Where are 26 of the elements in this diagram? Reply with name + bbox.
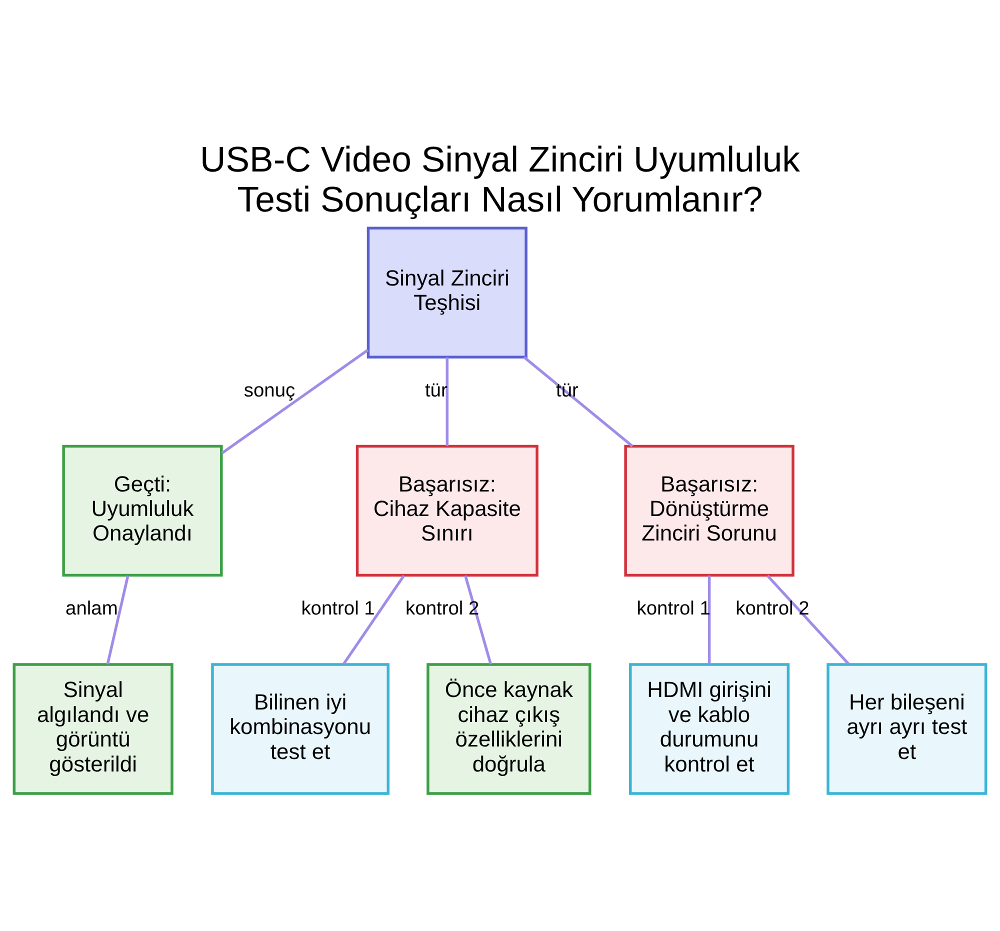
edge-label: kontrol 2 (736, 598, 810, 620)
edge-label: anlam (66, 598, 118, 620)
connector (342, 574, 406, 665)
connector (708, 576, 711, 664)
connector (221, 348, 369, 454)
edge-label: kontrol 1 (301, 598, 375, 620)
node-box: Başarısız: Cihaz Kapasite Sınırı (356, 444, 538, 577)
edge-label: kontrol 2 (406, 598, 480, 620)
diagram-title: USB-C Video Sinyal Zinciri Uyumluluk Testi Sonuçları Nasıl Yorumlanır? (200, 140, 800, 220)
node-box: HDMI girişini ve kablo durumunu kontrol et (629, 663, 790, 795)
connector (464, 575, 492, 665)
node-box: Başarısız: Dönüştürme Zinciri Sorunu (624, 444, 794, 577)
node-box: Geçti: Uyumluluk Onaylandı (62, 444, 223, 577)
connector (766, 574, 850, 666)
node-box: Sinyal algılandı ve görüntü gösterildi (12, 663, 174, 795)
node-box: Sinyal Zinciri Teşhisi (366, 226, 528, 358)
edge-label: sonuç (244, 380, 296, 402)
node-box: Önce kaynak cihaz çıkış özelliklerini doğrula (426, 663, 592, 795)
connector (523, 356, 634, 448)
node-box: Her bileşeni ayrı ayrı test et (826, 663, 988, 795)
node-box: Bilinen iyi kombinasyonu test et (211, 663, 390, 795)
edge-label: tür (424, 380, 448, 402)
connector (446, 357, 449, 446)
edge-label: kontrol 1 (636, 598, 710, 620)
edge-label: tür (556, 380, 578, 402)
connector (106, 575, 130, 665)
